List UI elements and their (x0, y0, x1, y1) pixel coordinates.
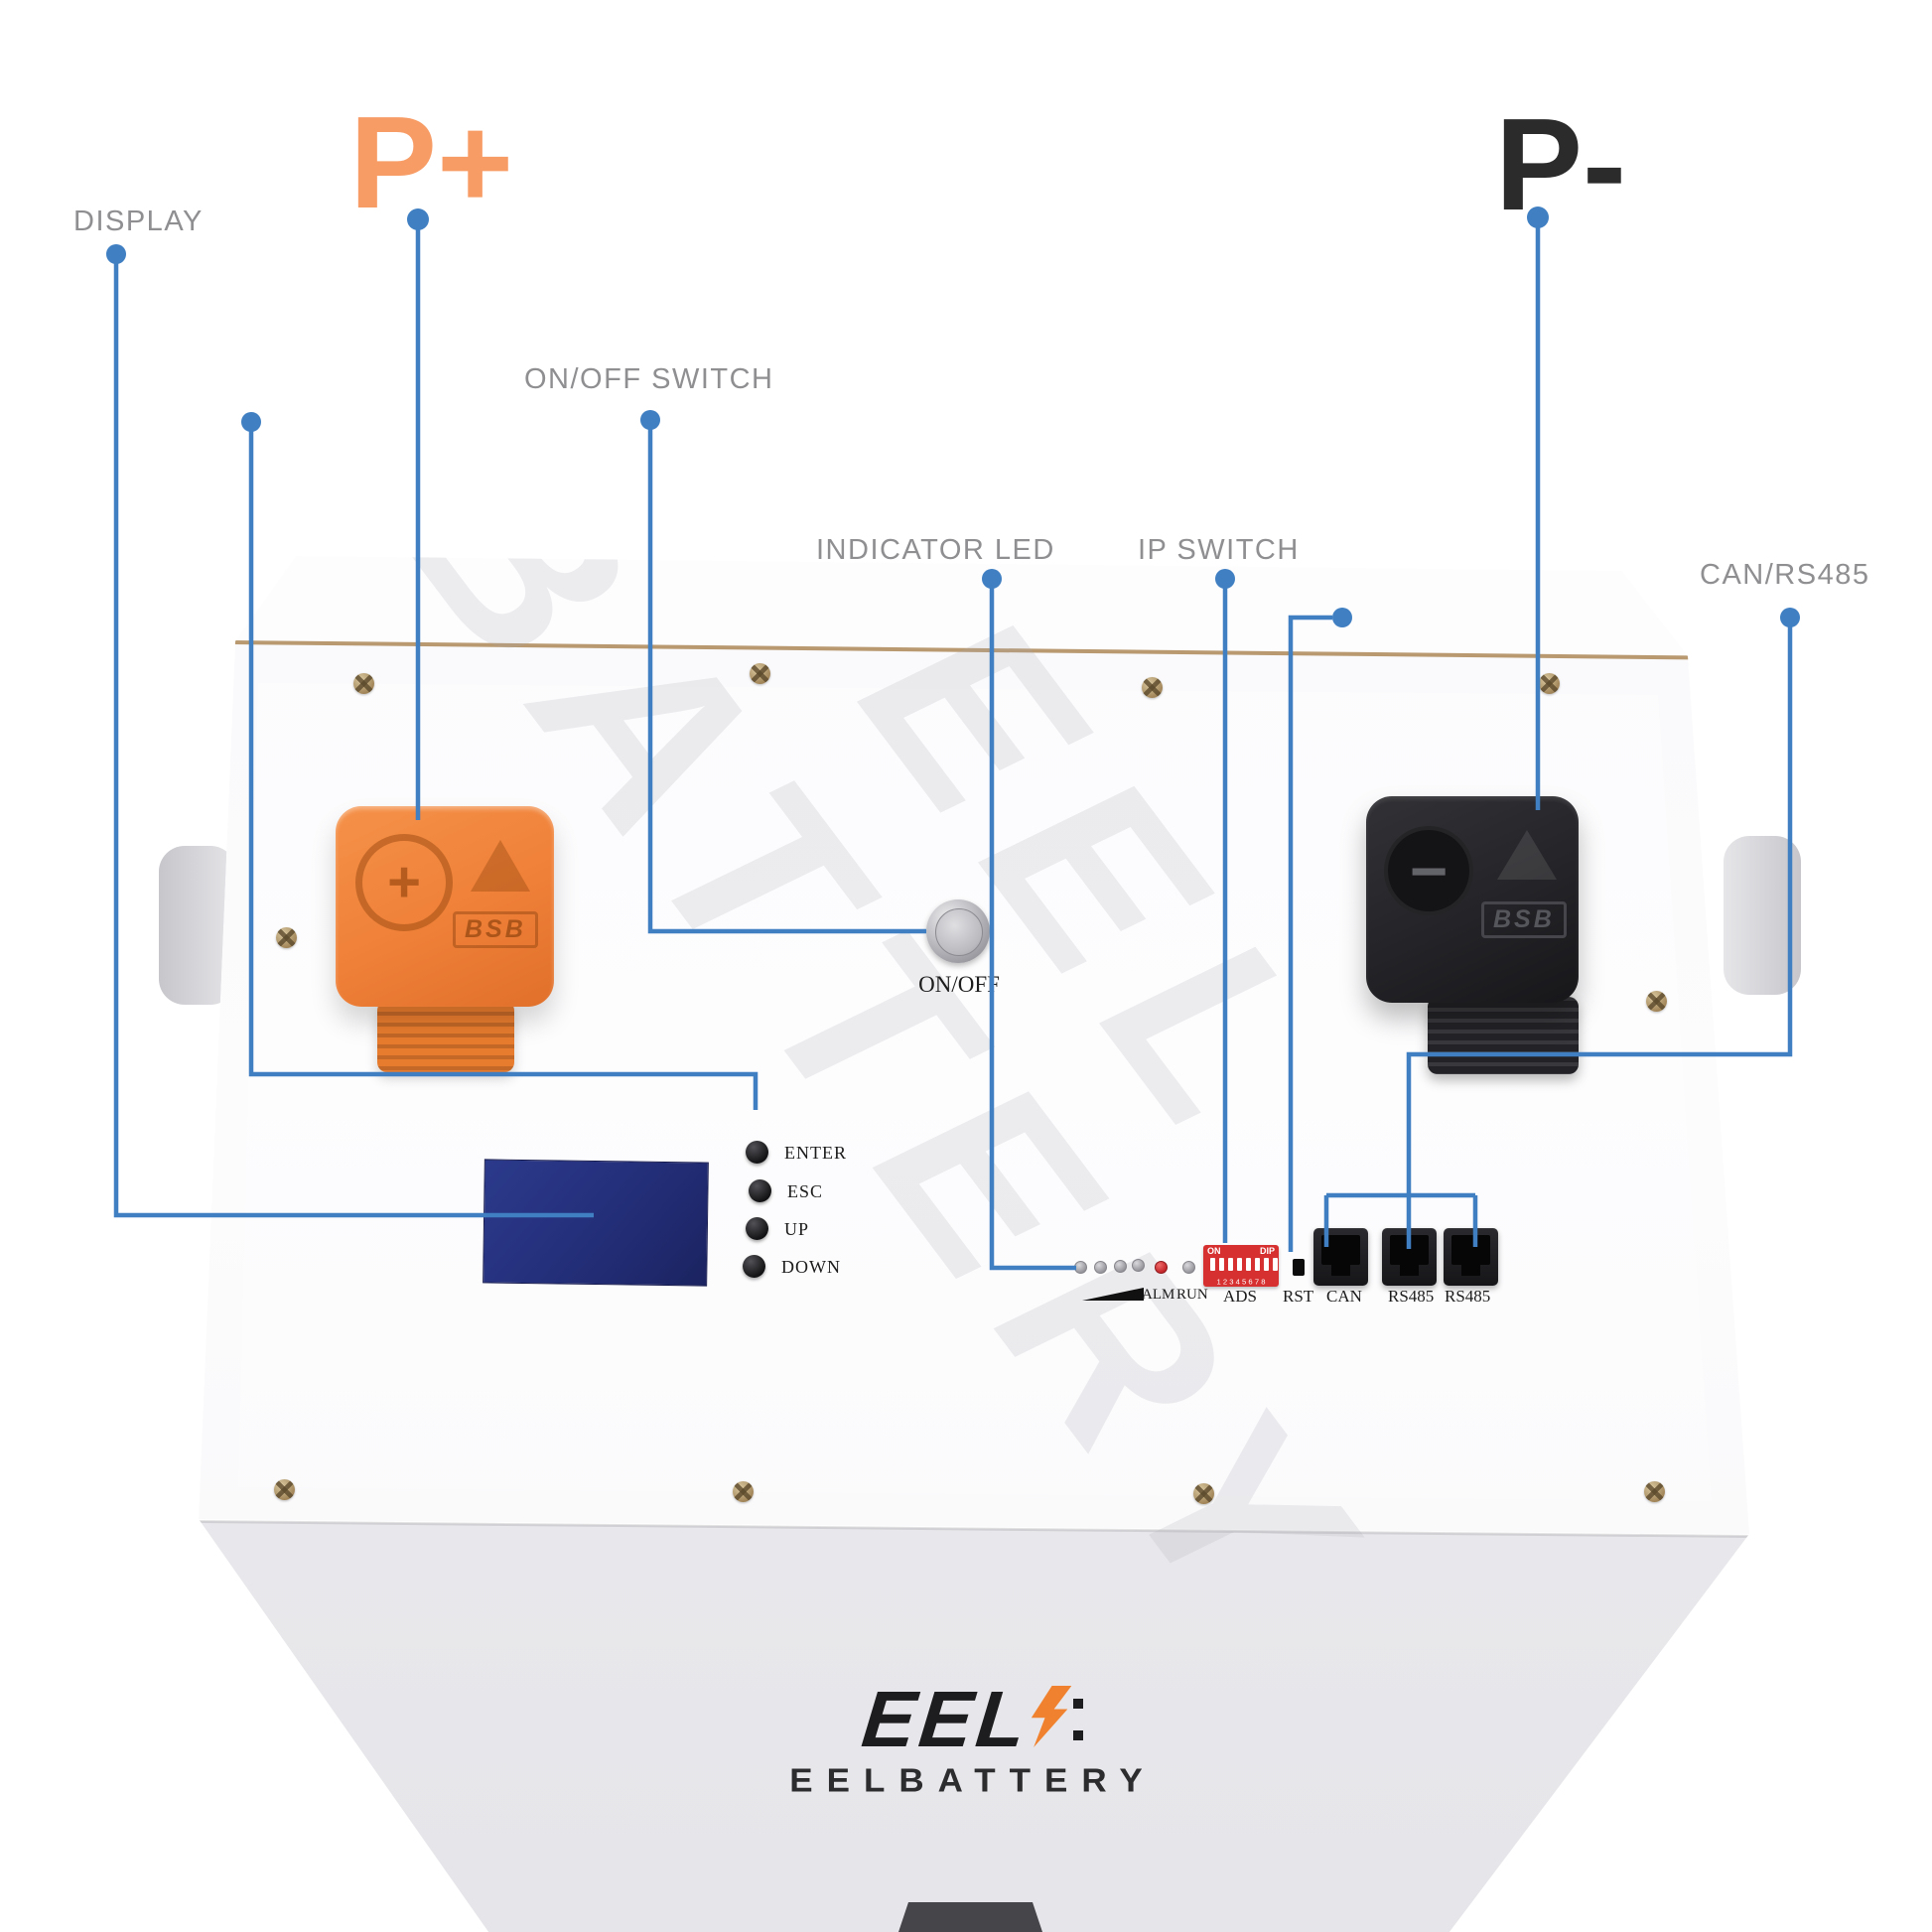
lightning-bolt-icon (1027, 1686, 1071, 1747)
brand-wordmark: EELBATTERY (789, 1762, 1157, 1800)
positive-terminal-flap (377, 1001, 514, 1072)
capacity-led-1 (1074, 1261, 1087, 1274)
down-button-label: DOWN (781, 1257, 841, 1277)
minus-marking-icon: − (1384, 826, 1473, 915)
dip-dip-marking: DIP (1259, 1246, 1275, 1256)
on-off-callout-dot (640, 410, 660, 430)
indicator-led-label: INDICATOR LED (816, 534, 1055, 566)
dip-toggle-8[interactable] (1273, 1258, 1278, 1271)
can-port[interactable] (1313, 1228, 1368, 1286)
rst-label: RST (1283, 1287, 1314, 1306)
screw (1644, 1481, 1665, 1502)
dip-on-marking: ON (1207, 1246, 1221, 1256)
dip-toggle-4[interactable] (1237, 1258, 1242, 1271)
esc-button-label: ESC (787, 1181, 824, 1201)
screw (274, 1479, 295, 1500)
rs485-port-2-socket (1451, 1235, 1490, 1265)
plus-marking-icon: + (355, 834, 453, 931)
dip-toggle-2[interactable] (1219, 1258, 1224, 1271)
address-dip-switch[interactable]: ON DIP 1 2 3 4 5 6 7 8 (1203, 1245, 1279, 1287)
logo-colon (1072, 1693, 1083, 1746)
p-minus-label: P- (1495, 91, 1626, 237)
screw (1193, 1483, 1214, 1504)
screw (276, 927, 297, 948)
dip-toggle-3[interactable] (1228, 1258, 1233, 1271)
screw (733, 1481, 754, 1502)
minus-marking-text: − (1409, 834, 1449, 907)
brand-logo: EEL (695, 1675, 1251, 1763)
terminal-brand-marking: BSB (1481, 901, 1567, 938)
display-label: DISPLAY (73, 206, 204, 237)
panel-buttons-callout-dot (241, 412, 261, 432)
display-callout-dot (106, 244, 126, 264)
negative-terminal-flap (1428, 997, 1579, 1074)
enter-button[interactable] (746, 1141, 768, 1164)
dip-toggle-6[interactable] (1255, 1258, 1260, 1271)
on-off-button-cap (935, 908, 983, 956)
esc-button[interactable] (749, 1179, 771, 1202)
ip-switch-label: IP SWITCH (1138, 534, 1300, 566)
alarm-led (1155, 1261, 1168, 1274)
warning-triangle-icon (1497, 830, 1557, 880)
p-plus-label: P+ (349, 89, 514, 235)
can-rs485-label: CAN/RS485 (1700, 559, 1870, 591)
capacity-led-2 (1094, 1261, 1107, 1274)
on-off-button[interactable] (926, 899, 990, 963)
rs485-port-2-label: RS485 (1445, 1287, 1491, 1306)
right-handle (1724, 836, 1801, 995)
can-port-socket (1321, 1235, 1360, 1265)
dip-toggle-5[interactable] (1246, 1258, 1251, 1271)
reset-pinhole[interactable] (1293, 1259, 1305, 1276)
can-port-label: CAN (1326, 1287, 1362, 1306)
on-off-button-label: ON/OFF (918, 972, 1000, 997)
up-button[interactable] (746, 1217, 768, 1240)
can-port-tab (1331, 1265, 1350, 1276)
enter-button-label: ENTER (784, 1143, 847, 1163)
lcd-display (483, 1159, 709, 1287)
rs485-port-1-label: RS485 (1388, 1287, 1435, 1306)
plus-marking-text: + (387, 850, 421, 914)
screw (353, 673, 374, 694)
on-off-switch-label: ON/OFF SWITCH (524, 363, 774, 395)
ads-label: ADS (1223, 1287, 1258, 1306)
brand-logo-text: EEL (858, 1675, 1035, 1763)
run-led-label: RUN (1176, 1287, 1208, 1303)
screw (1539, 673, 1560, 694)
screw (1646, 991, 1667, 1012)
capacity-led-4 (1132, 1259, 1145, 1272)
dip-toggle-1[interactable] (1210, 1258, 1215, 1271)
down-button[interactable] (743, 1255, 765, 1278)
can-rs485-callout-dot (1780, 608, 1800, 627)
rs485-port-1-tab (1400, 1265, 1419, 1276)
negative-terminal[interactable]: − BSB (1366, 796, 1579, 1003)
positive-terminal[interactable]: + BSB (336, 806, 554, 1007)
dip-toggle-7[interactable] (1264, 1258, 1269, 1271)
dip-position-numbers: 1 2 3 4 5 6 7 8 (1216, 1277, 1266, 1287)
capacity-led-3 (1114, 1260, 1127, 1273)
rs485-port-2-tab (1461, 1265, 1480, 1276)
warning-triangle-icon (471, 840, 530, 892)
screw (750, 663, 770, 684)
up-button-label: UP (784, 1219, 810, 1239)
terminal-brand-marking: BSB (453, 911, 538, 948)
rs485-port-1-socket (1390, 1235, 1429, 1265)
alarm-led-label: ALM (1142, 1287, 1175, 1303)
rs485-port-2[interactable] (1444, 1228, 1498, 1286)
run-led (1182, 1261, 1195, 1274)
screw (1142, 677, 1163, 698)
rs485-port-1[interactable] (1382, 1228, 1437, 1286)
